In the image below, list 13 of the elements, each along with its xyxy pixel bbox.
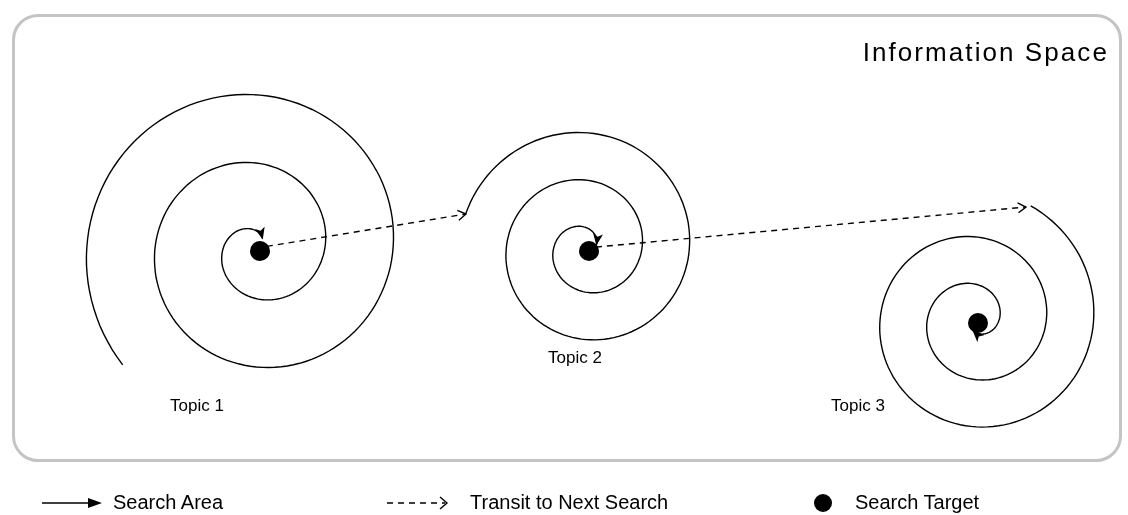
legend-text: Search Target [855, 490, 980, 514]
legend-text: Transit to Next Search [470, 490, 669, 514]
panel-title: Information Space [862, 36, 1109, 69]
information-space-panel [12, 14, 1122, 462]
legend-text: Search Area [113, 490, 224, 514]
dashed-arrow [595, 202, 1027, 248]
spiral-arrow [85, 93, 395, 369]
spiral-arrow [465, 131, 691, 341]
spiral-arrow [879, 205, 1095, 428]
topic-label: Topic 1 [170, 395, 224, 417]
dashed-arrow [266, 209, 467, 248]
topic-label: Topic 2 [548, 347, 602, 369]
topic-label: Topic 3 [831, 395, 885, 417]
